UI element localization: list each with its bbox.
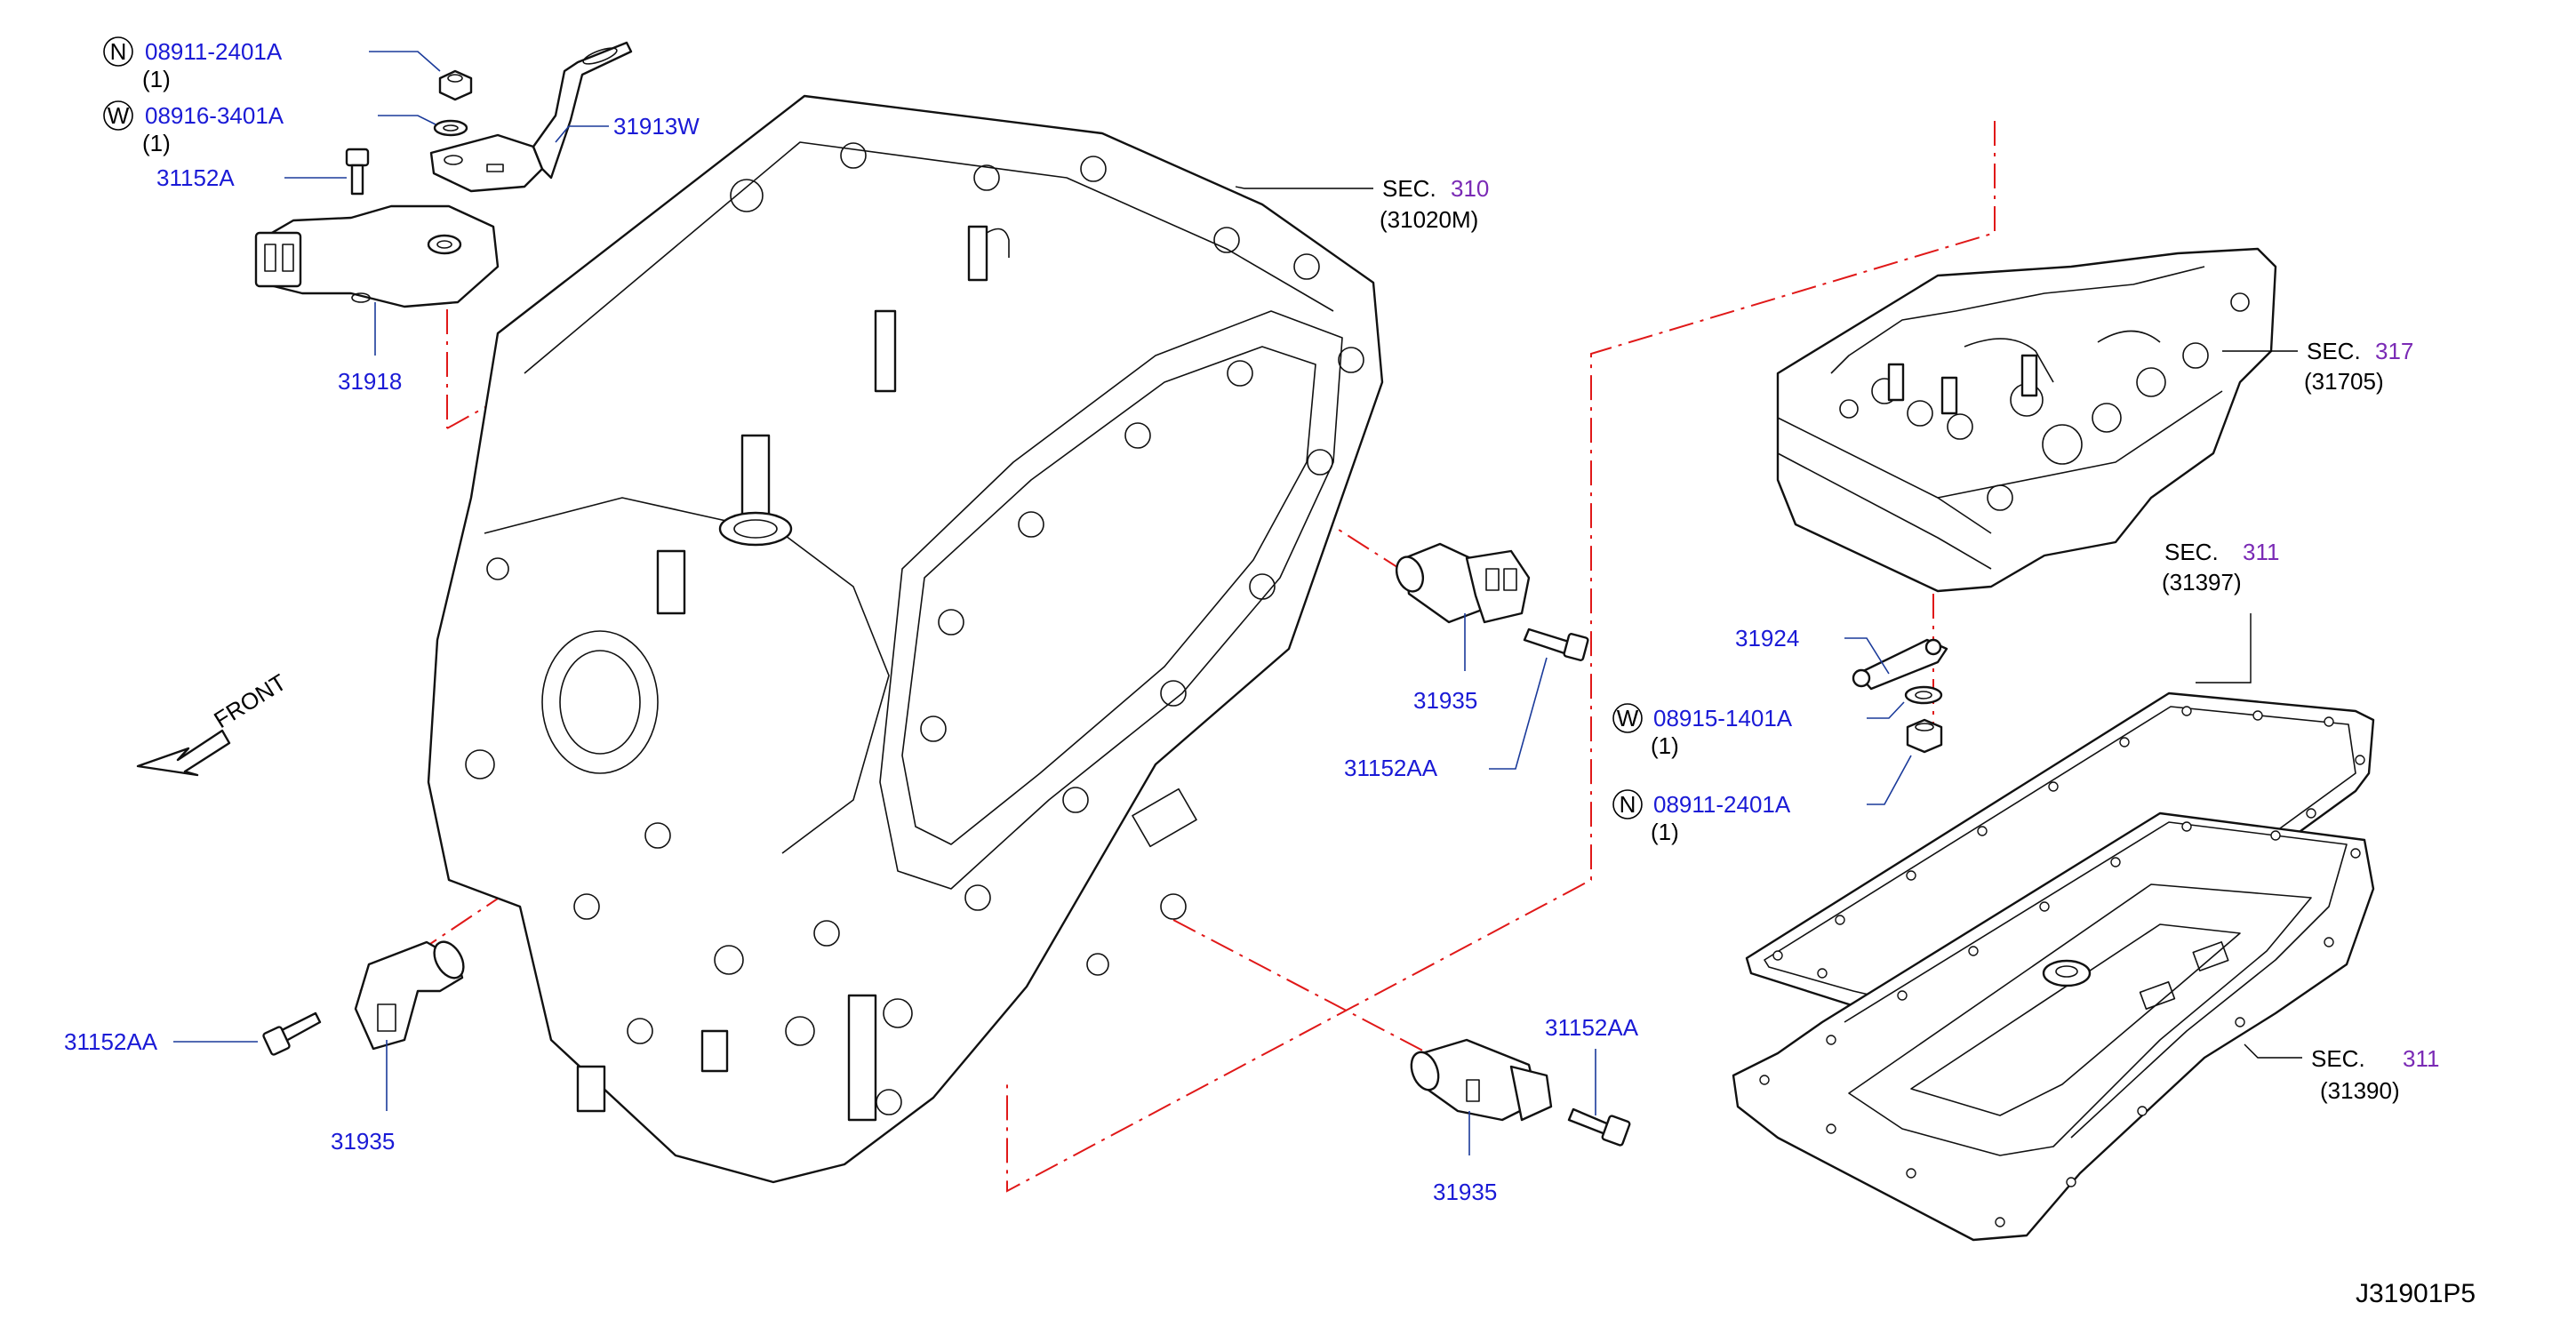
- sec311-gasket-number[interactable]: 311: [2243, 539, 2279, 565]
- washer-badge-letter: W: [108, 102, 130, 129]
- bolt-icon: [345, 148, 370, 196]
- sensor-icon: [354, 940, 465, 1051]
- bolt-mid-part-number[interactable]: 31152AA: [1344, 755, 1438, 781]
- transmission-case: [427, 94, 1384, 1184]
- diagram-id: J31901P5: [2356, 1279, 2476, 1308]
- nut-badge-letter: N: [110, 38, 127, 65]
- sec311-gasket-ref: (31397): [2162, 569, 2242, 596]
- oil-pan-gasket: [1745, 691, 2375, 1046]
- nut-quantity: (1): [142, 66, 171, 92]
- labels: N 08911-2401A (1) W 08916-3401A (1) 3115…: [64, 36, 2476, 1308]
- leader-lines: [173, 51, 2302, 1155]
- oil-pan: [1732, 811, 2375, 1242]
- sensor-bottom-parts: [1410, 1038, 1631, 1147]
- sec311-pan-label: SEC.: [2311, 1045, 2365, 1072]
- sec310-number[interactable]: 310: [1451, 175, 1489, 202]
- switch-part-number[interactable]: 31918: [338, 368, 402, 395]
- sensor-icon: [1395, 542, 1531, 624]
- washer-badge: [103, 100, 133, 131]
- nut-part-number[interactable]: 08911-2401A: [145, 38, 283, 65]
- sec310-label: SEC.: [1382, 175, 1436, 202]
- washer-mid-badge: [1612, 703, 1643, 733]
- sensor-icon: [1410, 1038, 1553, 1122]
- sec317-ref: (31705): [2304, 368, 2384, 395]
- sensor-left-part-number[interactable]: 31935: [331, 1128, 395, 1155]
- nut-mid-badge: [1612, 789, 1643, 819]
- nut-mid-quantity: (1): [1651, 819, 1679, 845]
- nut-icon: [438, 69, 473, 101]
- bolt-bottom-part-number[interactable]: 31152AA: [1545, 1014, 1639, 1041]
- washer-quantity: (1): [142, 130, 171, 156]
- washer-icon: [1904, 685, 1943, 705]
- washer-part-number[interactable]: 08916-3401A: [145, 102, 284, 129]
- sec311-gasket-label: SEC.: [2164, 539, 2219, 565]
- nut-mid-part-number[interactable]: 08911-2401A: [1653, 791, 1791, 818]
- nut-mid-badge-letter: N: [1620, 791, 1636, 818]
- sec311-pan-number[interactable]: 311: [2403, 1045, 2439, 1072]
- switch-icon: [254, 204, 500, 308]
- bolt-icon: [262, 1011, 322, 1056]
- sensor-mid-part-number[interactable]: 31935: [1413, 687, 1477, 714]
- bracket-icon: [1852, 638, 1948, 691]
- sensor-bottom-part-number[interactable]: 31935: [1433, 1179, 1497, 1205]
- small-bracket-parts: [1852, 638, 1948, 754]
- top-left-parts: [254, 41, 633, 308]
- nut-badge: [103, 36, 133, 67]
- washer-icon: [433, 119, 468, 137]
- washer-mid-badge-letter: W: [1617, 705, 1639, 731]
- sec310-ref: (31020M): [1380, 206, 1478, 233]
- bolt-left-part-number[interactable]: 31152AA: [64, 1028, 158, 1055]
- sec317-number[interactable]: 317: [2375, 338, 2413, 364]
- nut-icon: [1906, 718, 1943, 754]
- bracket-part-number[interactable]: 31913W: [613, 113, 700, 140]
- front-arrow: FRONT: [136, 668, 291, 777]
- front-label: FRONT: [209, 668, 291, 733]
- washer-mid-quantity: (1): [1651, 732, 1679, 759]
- sec317-label: SEC.: [2307, 338, 2361, 364]
- bolt-top-part-number[interactable]: 31152A: [156, 164, 235, 191]
- sec311-pan-ref: (31390): [2320, 1077, 2400, 1104]
- sensor-left-parts: [262, 940, 465, 1056]
- bracket-small-part-number[interactable]: 31924: [1735, 625, 1799, 652]
- valve-body: [1776, 247, 2277, 593]
- washer-mid-part-number[interactable]: 08915-1401A: [1653, 705, 1793, 731]
- sensor-mid-parts: [1395, 542, 1589, 661]
- bolt-icon: [1567, 1107, 1631, 1147]
- bracket-icon: [429, 41, 633, 193]
- bolt-icon: [1523, 628, 1589, 661]
